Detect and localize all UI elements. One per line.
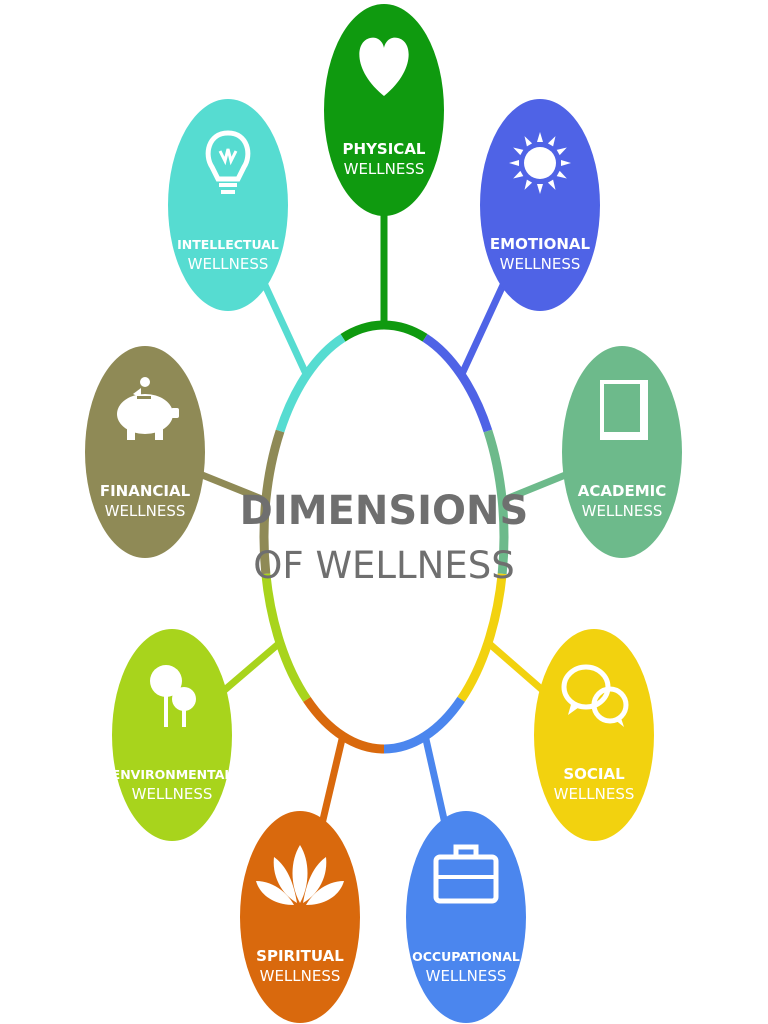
ring-segment-physical: [340, 320, 428, 342]
node-subtitle-academic: WELLNESS: [582, 502, 663, 520]
ring-segment-academic: [483, 429, 509, 575]
ring-segment-occupational: [383, 696, 465, 754]
node-subtitle-emotional: WELLNESS: [500, 255, 581, 273]
node-circle-spiritual: [240, 811, 360, 1023]
dimension-node-social: SOCIAL WELLNESS: [534, 629, 654, 841]
trees-icon: [150, 665, 196, 727]
dimension-nodes: PHYSICALWELLNESSEMOTIONALWELLNESSACADEMI…: [85, 4, 682, 1023]
node-title-academic: ACADEMIC: [578, 482, 666, 500]
dimension-node-physical: PHYSICAL WELLNESS: [324, 4, 444, 216]
sun-icon: [509, 132, 571, 194]
dimension-node-financial: FINANCIAL WELLNESS: [85, 346, 205, 558]
heart-icon: [359, 37, 409, 96]
center-circle: [264, 325, 504, 749]
ring-segment-financial: [259, 429, 285, 575]
node-subtitle-social: WELLNESS: [554, 785, 635, 803]
dimension-node-intellectual: INTELLECTUAL WELLNESS: [168, 99, 288, 311]
lightbulb-icon: [205, 130, 251, 194]
node-subtitle-environmental: WELLNESS: [132, 785, 213, 803]
node-circle-social: [534, 629, 654, 841]
node-subtitle-occupational: WELLNESS: [426, 967, 507, 985]
node-circle-financial: [85, 346, 205, 558]
speech-bubbles-icon: [561, 664, 629, 727]
node-subtitle-physical: WELLNESS: [344, 160, 425, 178]
ring-segment-intellectual: [275, 334, 346, 433]
piggy-bank-icon: [117, 377, 179, 440]
dimension-node-emotional: EMOTIONAL WELLNESS: [480, 99, 600, 311]
center-title: DIMENSIONS: [240, 488, 529, 534]
node-circle-occupational: [406, 811, 526, 1023]
center-ring: [259, 320, 509, 754]
node-title-social: SOCIAL: [563, 765, 625, 783]
ring-segment-environmental: [261, 573, 311, 702]
node-title-environmental: ENVIRONMENTAL: [112, 767, 233, 782]
node-circle-physical: [324, 4, 444, 216]
lotus-icon: [256, 845, 344, 905]
node-circle-intellectual: [168, 99, 288, 311]
node-title-spiritual: SPIRITUAL: [256, 947, 344, 965]
node-subtitle-intellectual: WELLNESS: [188, 255, 269, 273]
node-title-occupational: OCCUPATIONAL: [412, 949, 520, 964]
briefcase-icon: [433, 844, 499, 904]
node-circle-academic: [562, 346, 682, 558]
node-subtitle-financial: WELLNESS: [105, 502, 186, 520]
center-subtitle: OF WELLNESS: [253, 544, 514, 587]
node-circle-environmental: [112, 629, 232, 841]
dimension-node-environmental: ENVIRONMENTAL WELLNESS: [112, 629, 233, 841]
book-icon: [600, 380, 648, 440]
node-title-physical: PHYSICAL: [343, 140, 426, 158]
node-title-emotional: EMOTIONAL: [490, 235, 591, 253]
dimension-node-spiritual: SPIRITUAL WELLNESS: [240, 811, 360, 1023]
node-subtitle-spiritual: WELLNESS: [260, 967, 341, 985]
ring-segment-emotional: [422, 334, 493, 433]
node-title-intellectual: INTELLECTUAL: [177, 237, 279, 252]
ring-segment-social: [457, 573, 507, 702]
ring-segment-spiritual: [303, 696, 385, 754]
node-title-financial: FINANCIAL: [100, 482, 191, 500]
node-circle-emotional: [480, 99, 600, 311]
dimension-node-academic: ACADEMIC WELLNESS: [562, 346, 682, 558]
dimension-node-occupational: OCCUPATIONAL WELLNESS: [406, 811, 526, 1023]
